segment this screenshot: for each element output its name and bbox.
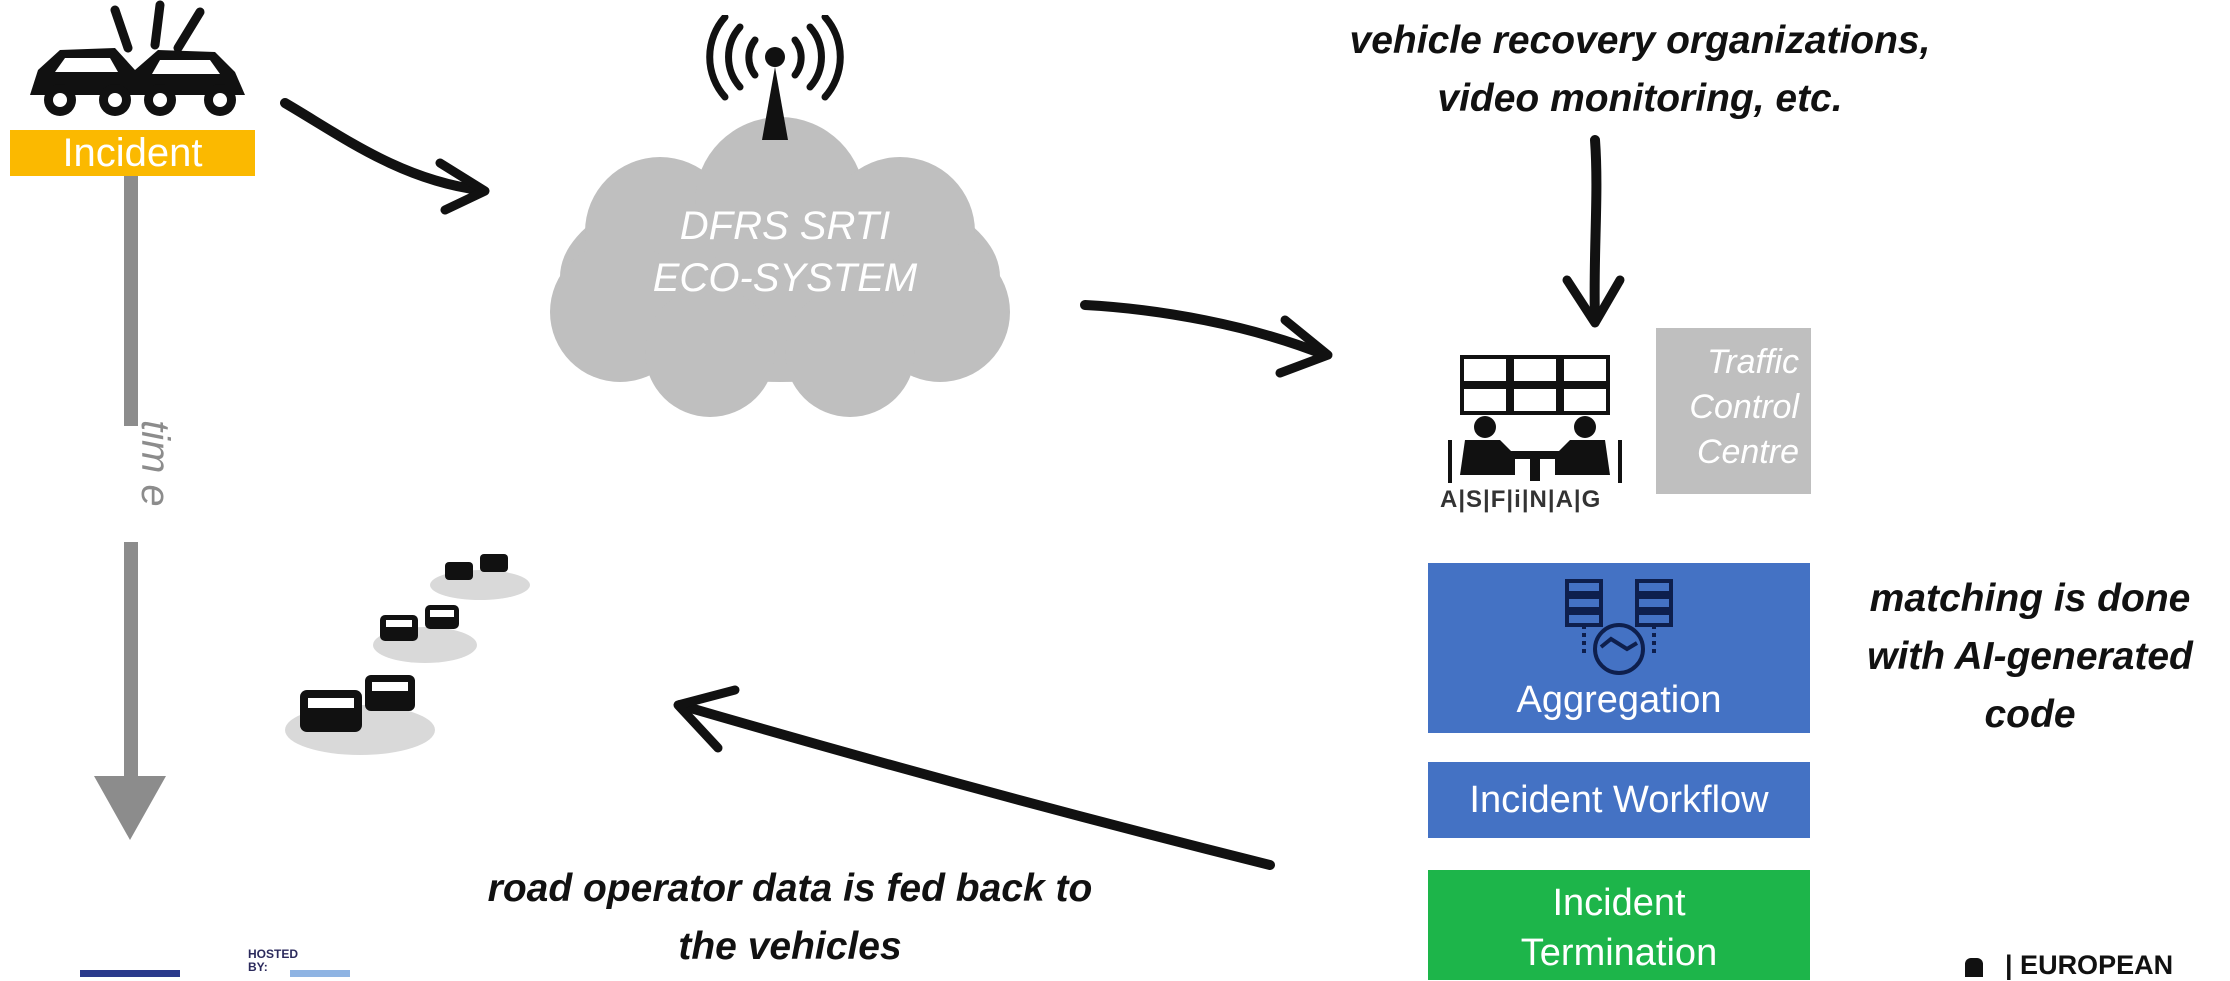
tcc-line1: Traffic <box>1707 343 1799 381</box>
tcc-line2: Control <box>1689 388 1799 426</box>
asfinag-logo: A|S|F|i|N|A|G <box>1440 486 1602 513</box>
feedback-caption-line2: the vehicles <box>678 925 902 968</box>
incident-workflow-box: Incident Workflow <box>1428 762 1810 838</box>
crashed-cars-icon <box>30 0 245 116</box>
hosted-by-label: HOSTED BY: <box>248 947 299 974</box>
feedback-caption: road operator data is fed back to the ve… <box>430 860 1150 976</box>
feedback-caption-line1: road operator data is fed back to <box>487 867 1093 910</box>
ai-caption-line2: with AI-generated <box>1867 635 2193 678</box>
aggregation-box: Aggregation <box>1428 563 1810 733</box>
arrow-cloud-to-tcc <box>1080 300 1333 378</box>
footer-logo-left <box>80 970 180 977</box>
hosted-by-logo <box>290 970 350 977</box>
ai-caption: matching is done with AI-generated code <box>1830 570 2230 744</box>
european-label: | EUROPEAN <box>2005 950 2174 980</box>
termination-line2: Termination <box>1520 932 1718 974</box>
time-axis-label: tim e <box>133 420 177 507</box>
arrow-incident-to-cloud <box>280 98 490 215</box>
cloud-label-line1: DFRS SRTI <box>679 204 891 248</box>
control-room-icon <box>1448 355 1622 483</box>
incident-termination-box: Incident Termination <box>1428 870 1810 980</box>
cloud-label: DFRS SRTI ECO-SYSTEM <box>620 200 950 304</box>
car-queue-icon <box>285 554 530 755</box>
incident-label: Incident <box>10 130 255 176</box>
top-caption-line1: vehicle recovery organizations, <box>1349 19 1931 62</box>
arrow-sources-to-tcc <box>1562 135 1625 328</box>
arrow-feedback-to-vehicles <box>673 685 1275 870</box>
ai-caption-line1: matching is done <box>1869 577 2191 620</box>
antenna-icon <box>706 15 844 140</box>
tcc-line3: Centre <box>1696 433 1799 471</box>
aggregation-label: Aggregation <box>1516 679 1722 721</box>
cloud-label-line2: ECO-SYSTEM <box>652 256 918 300</box>
footer-logo-right <box>1965 958 1983 977</box>
traffic-control-centre-box: Traffic Control Centre <box>1656 328 1811 494</box>
top-caption-line2: video monitoring, etc. <box>1437 77 1843 120</box>
termination-line1: Incident <box>1552 882 1686 924</box>
ecosystem-cloud <box>550 117 1010 417</box>
top-caption: vehicle recovery organizations, video mo… <box>1290 12 1990 128</box>
time-arrow <box>94 176 166 840</box>
server-handshake-icon <box>1565 579 1673 675</box>
ai-caption-line3: code <box>1984 693 2076 736</box>
